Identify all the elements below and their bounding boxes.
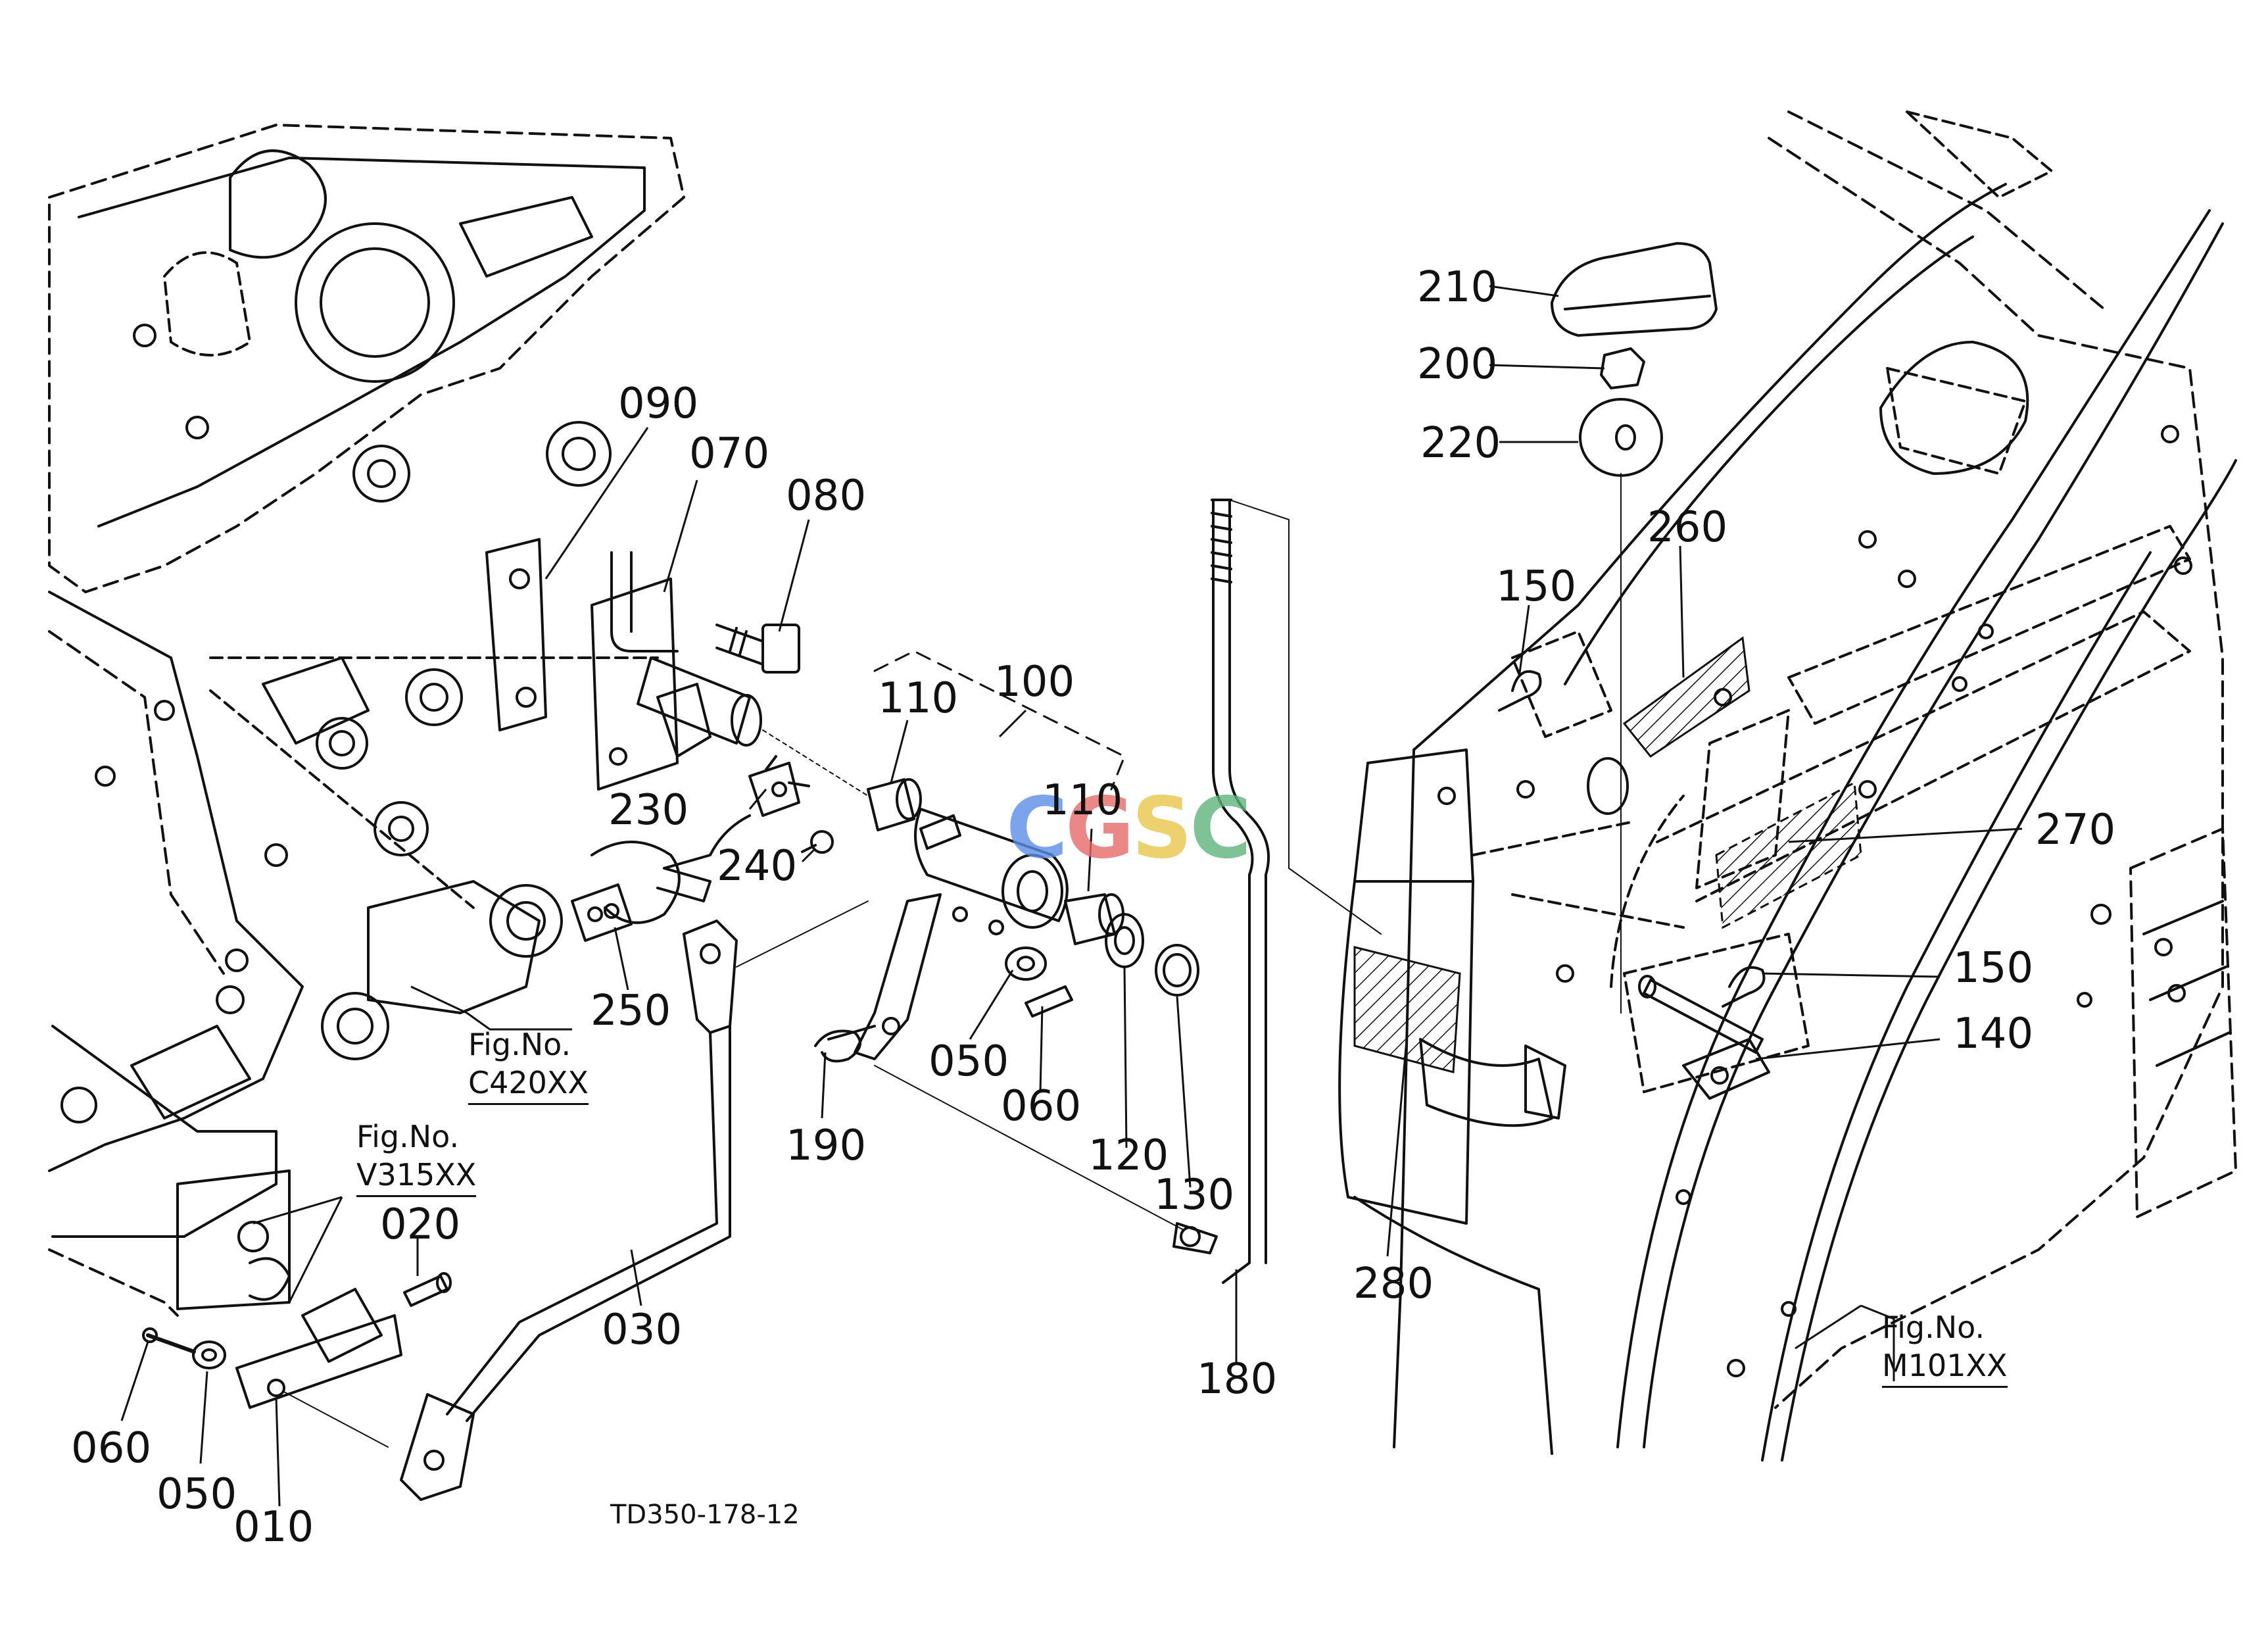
figure-ref-label: Fig.No. xyxy=(468,1027,571,1062)
transmission-housing xyxy=(48,124,685,1317)
part-260-decal xyxy=(1622,636,1750,758)
callout-070: 070 xyxy=(689,430,770,478)
callout-130: 130 xyxy=(1154,1171,1235,1219)
callout-030: 030 xyxy=(602,1306,683,1354)
callout-270: 270 xyxy=(2035,806,2116,854)
part-060-pin-center xyxy=(1025,985,1073,1018)
part-120-washer xyxy=(1105,913,1144,968)
part-180-threaded-rod xyxy=(874,499,1382,1284)
part-010-lever xyxy=(235,1288,402,1448)
part-150-clip-top xyxy=(1498,670,1542,712)
part-280-decal xyxy=(1353,946,1461,1073)
callout-250: 250 xyxy=(591,987,671,1035)
part-220-washer xyxy=(1579,398,1663,477)
callout-060-left: 060 xyxy=(71,1424,152,1473)
callout-150-top: 150 xyxy=(1496,562,1577,611)
callout-120: 120 xyxy=(1088,1131,1169,1180)
callout-080: 080 xyxy=(786,472,867,520)
part-190-clip xyxy=(814,1025,876,1063)
part-060-pin-left xyxy=(142,1327,196,1354)
watermark-letter: S xyxy=(1132,779,1192,877)
part-050-washer-left xyxy=(192,1340,226,1369)
callout-200: 200 xyxy=(1417,340,1498,389)
part-080-bolt xyxy=(715,624,800,674)
callout-020: 020 xyxy=(380,1200,461,1249)
callout-060-center: 060 xyxy=(1001,1082,1082,1131)
part-140-pin xyxy=(1638,975,1770,1100)
figure-ref-label: Fig.No. xyxy=(1882,1310,1985,1345)
figure-ref-v315: Fig.No. V315XX xyxy=(356,1118,477,1197)
figure-ref-number: C420XX xyxy=(468,1064,589,1105)
figure-ref-label: Fig.No. xyxy=(356,1119,460,1154)
watermark-letter: G xyxy=(1065,779,1134,877)
part-100-shaft-arm xyxy=(854,808,1069,1060)
watermark-letter: C xyxy=(1190,779,1251,877)
callout-180: 180 xyxy=(1197,1355,1278,1404)
part-090-link-plate xyxy=(485,538,547,731)
leader-lines xyxy=(120,285,2023,1507)
callout-110-left: 110 xyxy=(878,674,959,723)
fender-panel xyxy=(1338,111,2237,1462)
drawing-code: TD350-178-12 xyxy=(610,1500,800,1530)
callout-100: 100 xyxy=(994,658,1075,706)
part-250-connector-harness xyxy=(571,841,712,942)
callout-150-bottom: 150 xyxy=(1953,944,2034,993)
part-150-clip-bottom xyxy=(1722,966,1766,1008)
part-110-bushing-left xyxy=(867,778,922,831)
callout-280: 280 xyxy=(1353,1260,1434,1308)
part-240-screw xyxy=(801,830,834,854)
callout-110-right: 110 xyxy=(1042,776,1123,825)
callout-190: 190 xyxy=(786,1121,867,1170)
figure-ref-c420: Fig.No. C420XX xyxy=(468,1026,589,1105)
part-230-switch xyxy=(663,755,810,870)
part-070-bracket xyxy=(591,551,712,791)
pivot-shaft xyxy=(637,656,869,797)
watermark-letter: C xyxy=(1006,779,1068,877)
figure-ref-number: V315XX xyxy=(356,1156,477,1197)
callout-240: 240 xyxy=(717,842,798,891)
callout-090: 090 xyxy=(618,380,699,428)
part-130-snap-ring xyxy=(1155,944,1199,996)
figure-ref-number: M101XX xyxy=(1882,1347,2008,1388)
callout-140: 140 xyxy=(1953,1010,2034,1058)
part-050-washer-center xyxy=(1005,946,1047,981)
watermark: CGSC xyxy=(1006,779,1251,877)
figure-ref-m101: Fig.No. M101XX xyxy=(1882,1309,2008,1388)
assembly-100-bracket xyxy=(873,650,1126,791)
callout-230: 230 xyxy=(608,786,689,835)
part-270-decal xyxy=(1715,781,1862,929)
part-210-knob xyxy=(1551,242,1718,337)
callout-050-left: 050 xyxy=(157,1470,237,1519)
callout-210: 210 xyxy=(1417,263,1498,312)
part-020-pin xyxy=(403,1272,452,1307)
callout-010: 010 xyxy=(233,1503,314,1552)
part-200-nut xyxy=(1600,347,1645,389)
callout-260: 260 xyxy=(1647,503,1728,552)
part-030-rod xyxy=(400,900,869,1501)
callout-050-center: 050 xyxy=(929,1037,1009,1086)
callout-220: 220 xyxy=(1420,419,1501,468)
